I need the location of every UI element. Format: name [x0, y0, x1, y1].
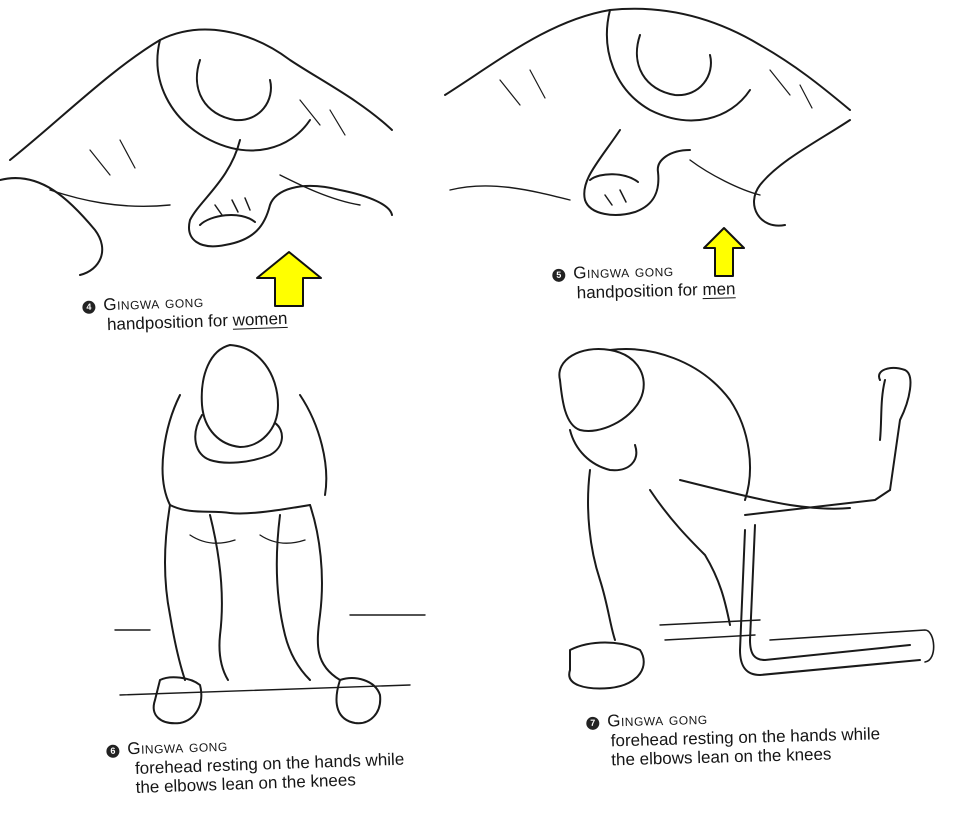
caption-number: 7	[586, 716, 600, 730]
caption-text: handposition for	[106, 310, 233, 334]
arrow-up-icon	[255, 250, 323, 313]
caption-emphasis: men	[702, 278, 736, 299]
caption-men-handposition: 5 Gingwa gong handposition for men	[552, 259, 736, 303]
caption-number: 5	[552, 268, 566, 282]
caption-emphasis: women	[232, 308, 288, 330]
illustration-seated-front	[110, 335, 430, 735]
caption-text: handposition for	[576, 279, 703, 302]
illustration-hands-men	[440, 0, 860, 240]
caption-title: Gingwa gong	[126, 735, 228, 759]
illustration-seated-side	[530, 340, 950, 710]
caption-number: 4	[82, 300, 96, 314]
caption-title: Gingwa gong	[572, 260, 674, 283]
caption-title: Gingwa gong	[606, 708, 708, 731]
arrow-up-icon	[702, 226, 746, 283]
illustration-hands-women	[0, 0, 400, 285]
caption-number: 6	[106, 744, 120, 758]
